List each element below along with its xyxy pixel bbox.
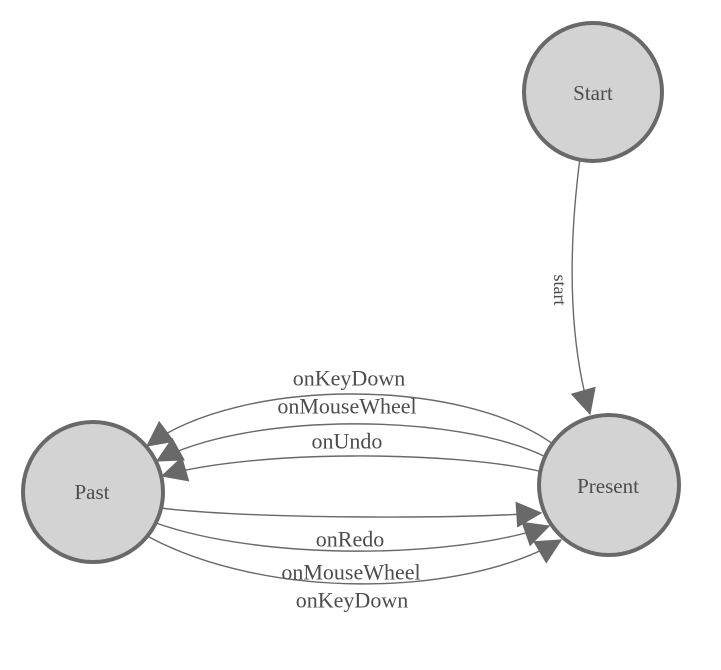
start-node-label: Start xyxy=(573,81,613,105)
edge-past-to-present-onmousewheel xyxy=(155,521,551,552)
present-node-label: Present xyxy=(577,474,639,498)
edge-label-start: start xyxy=(550,275,570,306)
edge-past-to-present-onredo xyxy=(159,501,543,528)
edge-label-onundo: onUndo xyxy=(312,429,383,454)
edge-group xyxy=(145,157,596,585)
edge-past-to-present-onkeydown xyxy=(148,536,563,585)
edge-label-onmousewheel-top: onMouseWheel xyxy=(277,394,416,419)
present-node-circle xyxy=(537,413,681,557)
edge-label-onmousewheel-bottom: onMouseWheel xyxy=(281,560,420,585)
edge-present-to-past-onmousewheel xyxy=(155,423,549,462)
state-node-past: Past xyxy=(21,420,165,564)
edge-label-onkeydown-top: onKeyDown xyxy=(293,366,405,391)
past-node-label: Past xyxy=(74,480,109,504)
edge-label-onkeydown-bottom: onKeyDown xyxy=(296,588,408,613)
past-node-circle xyxy=(21,420,165,564)
start-node-circle xyxy=(522,21,664,163)
edge-label-group: start onKeyDown onMouseWheel onUndo onRe… xyxy=(277,275,570,613)
edge-label-onredo: onRedo xyxy=(316,527,384,552)
edge-present-to-past-onkeydown xyxy=(145,393,554,447)
edge-start-to-present xyxy=(570,157,596,416)
edge-present-to-past-onundo xyxy=(160,455,544,482)
node-group: Start Past Present xyxy=(21,21,681,564)
state-node-start: Start xyxy=(522,21,664,163)
state-node-present: Present xyxy=(537,413,681,557)
